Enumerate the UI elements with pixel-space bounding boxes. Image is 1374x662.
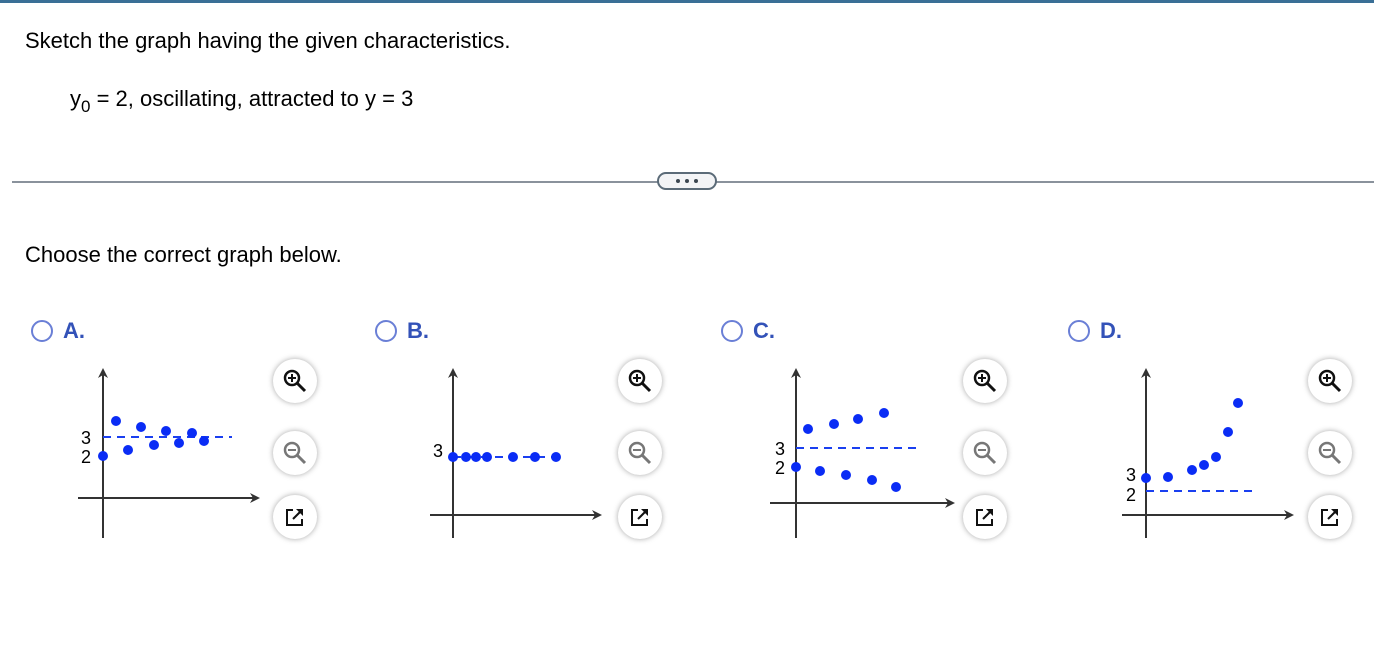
ellipsis-dot	[685, 179, 689, 183]
option-b-label: B.	[407, 318, 429, 343]
top-accent-bar	[0, 0, 1374, 3]
option-d[interactable]: D.	[1068, 318, 1122, 344]
graph-a: 32	[78, 368, 260, 538]
zoom-out-button-d[interactable]	[1308, 431, 1352, 475]
option-d-label: D.	[1100, 318, 1122, 343]
instruction-text: Choose the correct graph below.	[25, 242, 342, 267]
ellipsis-dot	[694, 179, 698, 183]
given-characteristics: y0 = 2, oscillating, attracted to y = 3	[70, 86, 413, 117]
option-a-label: A.	[63, 318, 85, 343]
radio-d[interactable]	[1068, 320, 1090, 342]
zoom-out-button-a[interactable]	[273, 431, 317, 475]
svg-text:3: 3	[1126, 465, 1136, 485]
external-link-icon	[286, 509, 303, 526]
zoom-in-icon	[628, 369, 652, 393]
zoom-in-button-b[interactable]	[618, 359, 662, 403]
expand-more-button[interactable]	[657, 172, 717, 190]
svg-text:3: 3	[775, 439, 785, 459]
ellipsis-icon	[676, 179, 680, 183]
graph-b: 3	[430, 368, 602, 538]
external-link-icon	[1321, 509, 1338, 526]
open-new-button-b[interactable]	[618, 495, 662, 539]
zoom-in-icon	[1318, 369, 1342, 393]
question-prompt: Sketch the graph having the given charac…	[25, 28, 511, 53]
external-link-icon	[631, 509, 648, 526]
zoom-out-icon	[1318, 441, 1342, 465]
radio-c[interactable]	[721, 320, 743, 342]
zoom-out-button-c[interactable]	[963, 431, 1007, 475]
open-new-button-a[interactable]	[273, 495, 317, 539]
option-c-label: C.	[753, 318, 775, 343]
zoom-in-icon	[283, 369, 307, 393]
zoom-out-icon	[283, 441, 307, 465]
zoom-in-button-d[interactable]	[1308, 359, 1352, 403]
svg-text:3: 3	[433, 441, 443, 461]
radio-a[interactable]	[31, 320, 53, 342]
zoom-in-button-a[interactable]	[273, 359, 317, 403]
given-rest: = 2, oscillating, attracted to y = 3	[90, 86, 414, 111]
option-b[interactable]: B.	[375, 318, 429, 344]
external-link-icon	[976, 509, 993, 526]
given-sub: 0	[81, 97, 91, 116]
svg-text:2: 2	[1126, 485, 1136, 505]
svg-text:2: 2	[81, 447, 91, 467]
zoom-out-icon	[628, 441, 652, 465]
svg-text:3: 3	[81, 428, 91, 448]
open-new-button-d[interactable]	[1308, 495, 1352, 539]
svg-text:2: 2	[775, 458, 785, 478]
given-var: y	[70, 86, 81, 111]
option-c[interactable]: C.	[721, 318, 775, 344]
option-a[interactable]: A.	[31, 318, 85, 344]
zoom-in-button-c[interactable]	[963, 359, 1007, 403]
graph-d: 32	[1122, 368, 1294, 538]
zoom-out-icon	[973, 441, 997, 465]
open-new-button-c[interactable]	[963, 495, 1007, 539]
graph-c: 32	[770, 368, 955, 538]
zoom-in-icon	[973, 369, 997, 393]
zoom-out-button-b[interactable]	[618, 431, 662, 475]
radio-b[interactable]	[375, 320, 397, 342]
